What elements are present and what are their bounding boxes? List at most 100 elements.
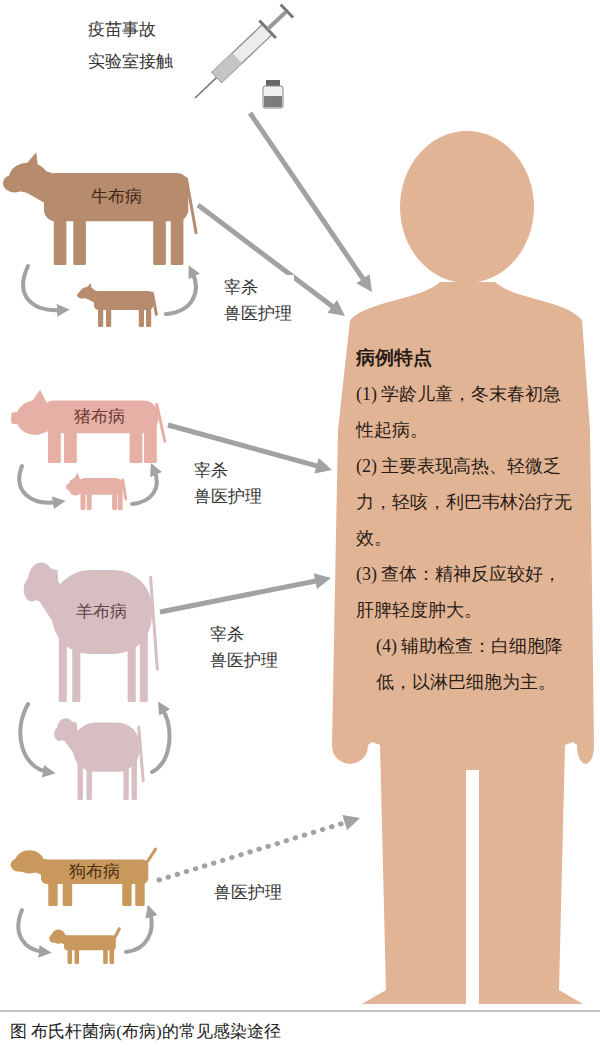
animal-part [48,424,61,463]
animal-label: 牛布病 [91,187,142,207]
figure-caption: 图 布氏杆菌病(布病)的常见感染途径 [10,1020,590,1044]
text-holder: 猪布病 [40,401,158,434]
animal-part [68,729,79,734]
animal-part [106,304,111,327]
plunger [266,11,287,31]
animal-part [135,877,144,906]
animal-part [146,304,151,327]
cycle-arrow [166,272,196,314]
route-label: 宰杀 兽医护理 [192,458,264,510]
route-line [159,822,347,880]
animal-label: 猪布病 [74,407,125,427]
animal-part [32,856,44,876]
animal-part [60,933,66,946]
cycle-arrow [20,704,48,772]
route-line [160,581,317,612]
animal-part [110,946,115,964]
animal-label: 羊布病 [76,602,127,622]
vial-body [263,86,283,108]
animal-tail [139,727,144,781]
animal-tail [152,293,156,314]
text-holder: 疫苗事故 实验室接触 [88,14,173,78]
case-item: (1) 学龄儿童，冬末春初急性起病。 [356,376,576,448]
child-silhouette: 病例特点(1) 学龄儿童，冬末春初急性起病。(2) 主要表现高热、轻微乏力，轻咳… [300,128,600,1008]
cow-silhouette: 牛布病 [5,150,200,265]
case-item: (4) 辅助检查：白细胞降低，以淋巴细胞为主。 [376,628,576,700]
animal-part [54,727,65,741]
vial [263,80,283,108]
source-text: 疫苗事故 实验室接触 [88,14,173,78]
animal-part [98,304,103,327]
node-outline [25,552,160,702]
animal-part [75,946,80,964]
animal-part [64,424,77,463]
animal-part [49,934,57,943]
animal-part [144,424,157,463]
arrowhead [342,815,360,830]
animal-part [68,946,73,964]
cycle-arrow [23,266,62,310]
case-features: 病例特点(1) 学龄儿童，冬末春初急性起病。(2) 主要表现高热、轻微乏力，轻咳… [356,340,576,700]
cycle-arrow [152,708,169,772]
dog-silhouette: 狗布病 [12,848,157,906]
animal-part [54,207,67,265]
animal-part [123,757,128,800]
animal-part [130,424,143,463]
text-holder: 狗布病 [41,860,148,884]
label-holder: 兽医护理 [212,880,284,906]
animal-tail [123,480,126,499]
caption-holder: 图 布氏杆菌病(布病)的常见感染途径 [10,1020,590,1044]
animal-tail [147,849,156,862]
animal-part [72,629,80,702]
arrowhead [314,573,331,589]
case-item: (2) 主要表现高热、轻微乏力，轻咳，利巴韦林治疗无效。 [356,448,576,556]
plunger-cap [280,3,295,18]
head [400,131,534,283]
animal-part [153,207,166,265]
animal-part [81,490,86,510]
animal-part [52,570,152,654]
animal-part [30,390,48,406]
animal-part [48,877,57,906]
text-holder: 牛布病 [44,173,188,221]
animal-part [171,207,184,265]
animal-tail [157,405,165,442]
text-holder: 羊布病 [52,570,152,654]
liquid [212,53,242,82]
animal-label: 狗布病 [69,862,120,882]
animal-part [118,490,123,510]
vial-liquid [264,96,282,107]
cycle-arrow [18,910,44,952]
cycle-arrow [126,912,152,952]
case-item: (3) 查体：精神反应较好，肝脾轻度肿大。 [356,556,576,628]
animal-tail [151,578,158,670]
case-heading: 病例特点 [356,340,576,376]
animal-part [77,291,87,298]
animal-part [87,490,92,510]
animal-part [59,629,67,702]
route-label: 兽医护理 [212,880,284,906]
animal-part [73,723,140,772]
animal-part [24,578,40,602]
animal-part [86,283,92,289]
infection-route-arrow [160,573,331,612]
arrowhead [327,300,345,316]
needle [195,77,217,98]
animal-part [122,877,131,906]
child-figure [332,131,594,1004]
vial-cap [266,80,280,86]
label-holder: 宰杀 兽医护理 [192,458,264,510]
animal-part [103,946,108,964]
animal-part [11,412,27,424]
infection-route-arrow [159,815,360,880]
node-outline [5,150,200,265]
animal-part [66,484,72,490]
animal-part [132,757,137,800]
infection-route-arrow [250,113,372,292]
animal-part [140,629,148,702]
arrowhead [356,274,372,292]
route-label: 宰杀 兽医护理 [208,622,280,674]
sheep-silhouette: 羊布病 [25,552,160,702]
animal-part [63,877,72,906]
animal-part [78,757,83,800]
